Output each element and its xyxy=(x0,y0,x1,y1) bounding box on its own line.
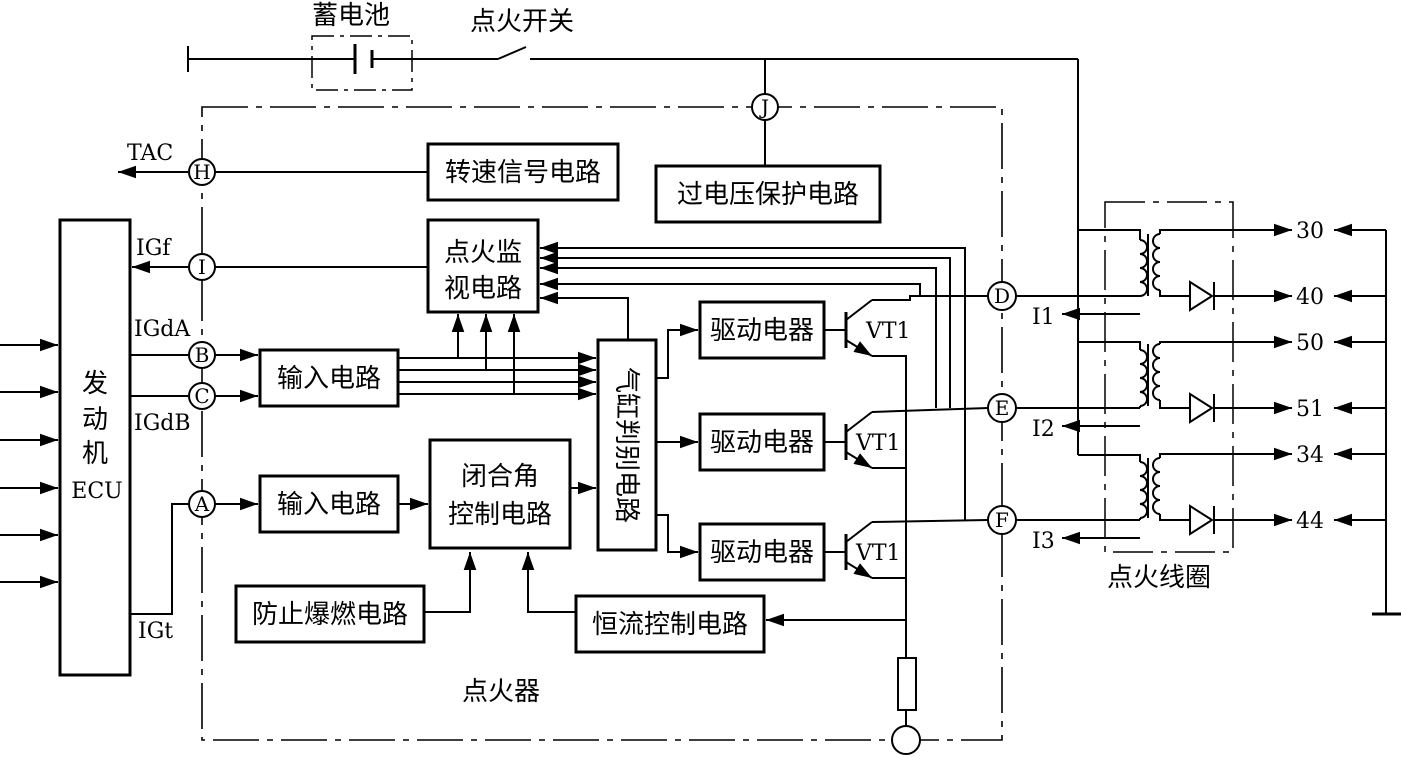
igniter-label: 点火器 xyxy=(462,677,540,707)
overvoltage-label: 过电压保护电路 xyxy=(677,180,859,210)
node-b: B xyxy=(188,341,216,369)
constant-current-label: 恒流控制电路 xyxy=(592,610,748,640)
ignition-coil-frame xyxy=(1104,201,1234,553)
cylinder-discrim-label: 气缸判别电路 xyxy=(611,367,641,523)
igdb-label: IGdB xyxy=(134,411,191,436)
driver-circuit-3 xyxy=(698,522,826,582)
ecu-input-arrows xyxy=(0,338,58,589)
terminal-51: 51 xyxy=(1296,397,1324,422)
knock-prevention-circuit xyxy=(234,584,426,644)
ecu-label-line1: 发 xyxy=(82,369,108,399)
vt1-mid-label: VT1 xyxy=(855,431,901,456)
igniter-frame xyxy=(201,106,1003,741)
current-i3-label: I3 xyxy=(1032,529,1055,554)
node-i: I xyxy=(188,253,216,281)
input-circuit-bc xyxy=(258,348,400,408)
constant-current-control-circuit xyxy=(574,594,766,654)
transistor-vt1-top xyxy=(824,295,988,658)
monitor-label-line1: 点火监 xyxy=(444,238,522,268)
ecu-label-line2: 动 xyxy=(82,405,108,435)
svg-text:J: J xyxy=(759,95,769,119)
igda-label: IGdA xyxy=(134,317,191,342)
ground-terminal xyxy=(891,725,921,755)
node-d: D xyxy=(987,281,1017,311)
node-h: H xyxy=(188,158,216,186)
svg-text:D: D xyxy=(994,284,1010,308)
input-bc-label: 输入电路 xyxy=(277,364,381,394)
overvoltage-protection-circuit xyxy=(654,164,882,224)
monitor-label-line2: 视电路 xyxy=(444,274,522,304)
igt-label: IGt xyxy=(138,619,173,644)
node-e: E xyxy=(987,393,1017,423)
dwell-angle-control-circuit xyxy=(428,438,572,550)
ignition-coil-label: 点火线圈 xyxy=(1107,563,1211,593)
speed-signal-label: 转速信号电路 xyxy=(445,158,601,188)
input-a-label: 输入电路 xyxy=(277,490,381,520)
node-f: F xyxy=(987,505,1017,535)
driver2-label: 驱动电器 xyxy=(710,428,814,458)
knock-label: 防止爆燃电路 xyxy=(252,600,408,630)
ignition-monitor-circuit xyxy=(426,218,540,314)
ignition-switch-blade xyxy=(497,46,527,60)
battery-frame xyxy=(311,35,413,91)
svg-text:E: E xyxy=(995,396,1010,420)
monitor-feedback-lines xyxy=(540,241,966,520)
svg-text:F: F xyxy=(995,508,1009,532)
driver3-label: 驱动电器 xyxy=(710,538,814,568)
terminal-30: 30 xyxy=(1296,219,1324,244)
cylinder-discrimination-circuit xyxy=(596,338,658,552)
vt1-top-label: VT1 xyxy=(865,319,911,344)
tac-label: TAC xyxy=(127,141,173,166)
dwell-label-line2: 控制电路 xyxy=(448,500,552,530)
terminal-44: 44 xyxy=(1296,509,1324,534)
ground-bus xyxy=(1334,223,1401,616)
ecu-label-line3: 机 xyxy=(82,439,108,469)
ecu-label-line4: ECU xyxy=(71,479,122,504)
coil-primary-windings xyxy=(1078,229,1149,520)
terminal-34: 34 xyxy=(1296,443,1324,468)
coil-secondary-windings xyxy=(1152,223,1292,521)
battery-label: 蓄电池 xyxy=(312,1,390,31)
diode-2 xyxy=(1189,392,1292,424)
terminal-50: 50 xyxy=(1296,331,1324,356)
svg-text:B: B xyxy=(195,343,210,367)
terminal-40: 40 xyxy=(1296,285,1324,310)
power-supply-line xyxy=(187,35,1079,455)
driver1-label: 驱动电器 xyxy=(710,316,814,346)
node-a: A xyxy=(188,490,216,518)
svg-text:H: H xyxy=(193,160,210,184)
svg-text:C: C xyxy=(194,384,209,408)
current-i2-label: I2 xyxy=(1032,417,1055,442)
transistor-vt1-mid xyxy=(824,407,989,469)
vt1-bot-label: VT1 xyxy=(855,541,901,566)
current-i1-label: I1 xyxy=(1032,305,1055,330)
cylinder-to-driver-lines xyxy=(656,323,698,559)
speed-signal-circuit xyxy=(426,142,620,202)
diode-1 xyxy=(1189,280,1292,312)
diode-3 xyxy=(1189,504,1292,536)
input-to-cylinder-lines xyxy=(398,314,596,401)
ignition-switch-label: 点火开关 xyxy=(470,7,574,37)
engine-ecu xyxy=(58,218,132,677)
svg-text:A: A xyxy=(194,492,210,516)
driver-circuit-1 xyxy=(698,300,826,360)
svg-text:I: I xyxy=(198,255,206,279)
igf-label: IGf xyxy=(136,236,172,261)
transistor-vt1-bot xyxy=(824,519,989,579)
spark-plug-terminals: 30 40 50 51 34 44 xyxy=(1296,219,1324,534)
node-j: J xyxy=(751,93,779,121)
dwell-label-line1: 闭合角 xyxy=(461,462,539,492)
current-sense-resistor xyxy=(897,657,917,711)
input-circuit-a xyxy=(258,474,400,534)
node-c: C xyxy=(188,382,216,410)
